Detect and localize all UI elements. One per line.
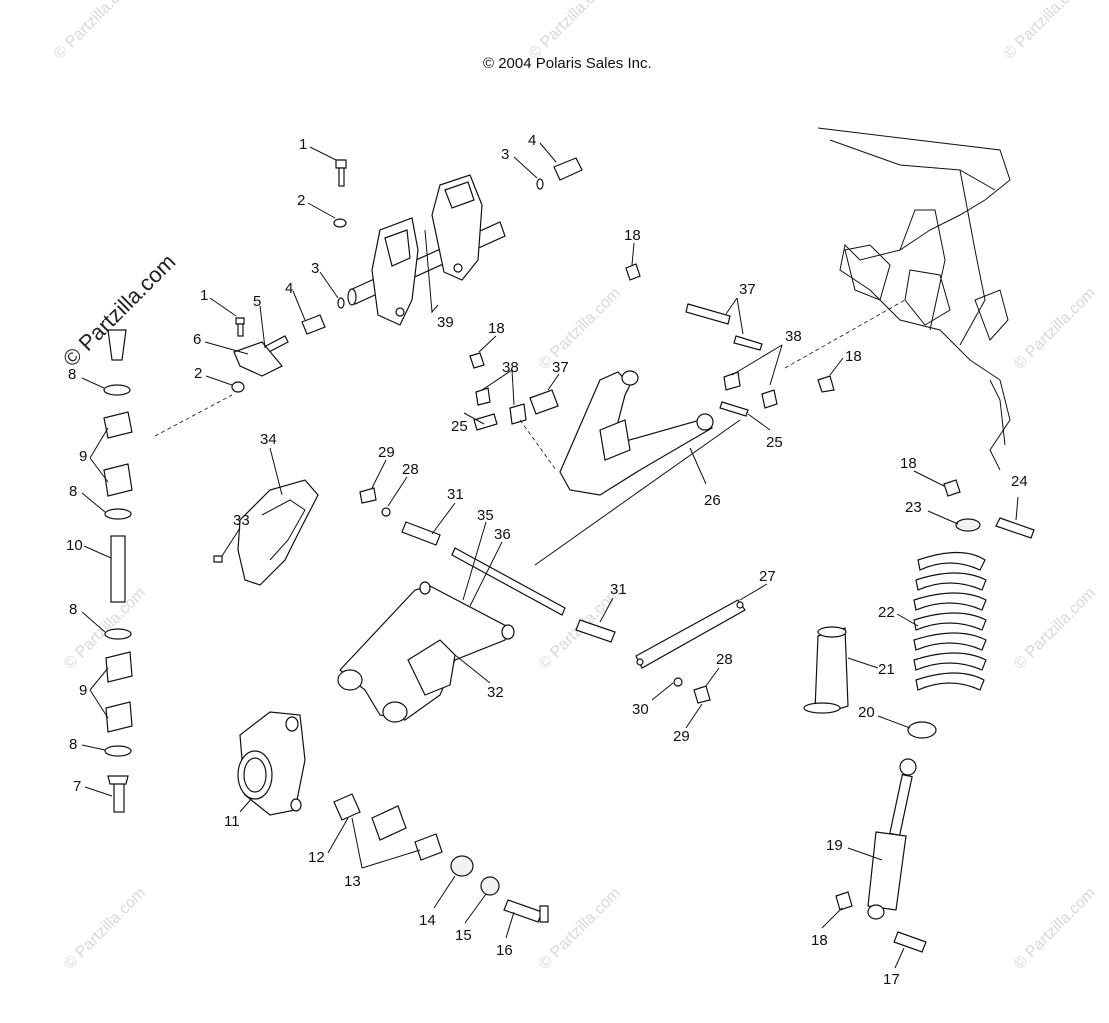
leader-lines [81, 142, 1019, 969]
callout-14: 14 [419, 912, 436, 929]
callout-38: 38 [502, 359, 519, 376]
callout-18: 18 [900, 455, 917, 472]
callout-15: 15 [455, 927, 472, 944]
callout-8: 8 [69, 601, 77, 618]
callout-4: 4 [528, 132, 536, 149]
watermark-text: © Partzilla.com [526, 0, 614, 63]
shock-and-spring [803, 479, 1035, 953]
callout-11: 11 [224, 813, 240, 830]
upper-a-arm [469, 303, 835, 496]
callout-16: 16 [496, 942, 513, 959]
watermark-text: © Partzilla.com [51, 0, 139, 63]
watermark-text: © Partzilla.com [536, 885, 624, 973]
callout-21: 21 [878, 661, 895, 678]
callout-1: 1 [299, 136, 307, 153]
copyright-text: © 2004 Polaris Sales Inc. [483, 55, 652, 72]
callout-35: 35 [477, 507, 494, 524]
watermark-text: © Partzilla.com [61, 885, 149, 973]
callout-22: 22 [878, 604, 895, 621]
callout-33: 33 [233, 512, 250, 529]
callout-27: 27 [759, 568, 776, 585]
callout-6: 6 [193, 331, 201, 348]
callout-17: 17 [883, 971, 900, 988]
callout-3: 3 [501, 146, 509, 163]
callout-4: 4 [285, 280, 293, 297]
callout-18: 18 [811, 932, 828, 949]
callout-28: 28 [716, 651, 733, 668]
callout-1: 1 [200, 287, 208, 304]
callout-26: 26 [704, 492, 721, 509]
pivot-bracket-assembly [347, 174, 506, 326]
callout-37: 37 [739, 281, 756, 298]
callout-12: 12 [308, 849, 325, 866]
watermark-text: © Partzilla.com [1001, 0, 1089, 63]
callout-24: 24 [1011, 473, 1028, 490]
callout-2: 2 [194, 365, 202, 382]
callout-10: 10 [66, 537, 83, 554]
callout-38: 38 [785, 328, 802, 345]
callout-7: 7 [73, 778, 81, 795]
callout-18: 18 [845, 348, 862, 365]
callout-34: 34 [260, 431, 277, 448]
callout-2: 2 [297, 192, 305, 209]
watermark-text: © Partzilla.com [1011, 285, 1099, 373]
callout-9: 9 [79, 448, 87, 465]
watermark-text: © Partzilla.com [1011, 585, 1099, 673]
callout-20: 20 [858, 704, 875, 721]
callout-37: 37 [552, 359, 569, 376]
callout-9: 9 [79, 682, 87, 699]
callout-13: 13 [344, 873, 361, 890]
callout-39: 39 [437, 314, 454, 331]
callout-18: 18 [488, 320, 505, 337]
callout-8: 8 [69, 736, 77, 753]
callout-32: 32 [487, 684, 504, 701]
callout-25: 25 [766, 434, 783, 451]
callout-29: 29 [673, 728, 690, 745]
lower-a-arm [337, 419, 741, 723]
callout-5: 5 [253, 293, 261, 310]
frame-section [784, 127, 1011, 471]
callout-labels: 1 2 3 4 1 5 4 3 39 6 2 18 37 38 18 18 38… [66, 132, 1028, 988]
callout-25: 25 [451, 418, 468, 435]
link-column [103, 329, 133, 813]
callout-3: 3 [311, 260, 319, 277]
callout-28: 28 [402, 461, 419, 478]
callout-31: 31 [610, 581, 627, 598]
callout-19: 19 [826, 837, 843, 854]
callout-30: 30 [632, 701, 649, 718]
callout-23: 23 [905, 499, 922, 516]
stabilizer-bracket [635, 599, 746, 704]
watermark-text: © Partzilla.com [536, 285, 624, 373]
guard [213, 479, 319, 586]
watermark-text: © Partzilla.com [61, 585, 149, 673]
callout-18: 18 [624, 227, 641, 244]
callout-8: 8 [68, 366, 76, 383]
callout-31: 31 [447, 486, 464, 503]
callout-36: 36 [494, 526, 511, 543]
upper-hardware [154, 157, 641, 437]
hub-knuckle [237, 711, 549, 923]
watermark-text: © Partzilla.com [1011, 885, 1099, 973]
callout-29: 29 [378, 444, 395, 461]
callout-8: 8 [69, 483, 77, 500]
